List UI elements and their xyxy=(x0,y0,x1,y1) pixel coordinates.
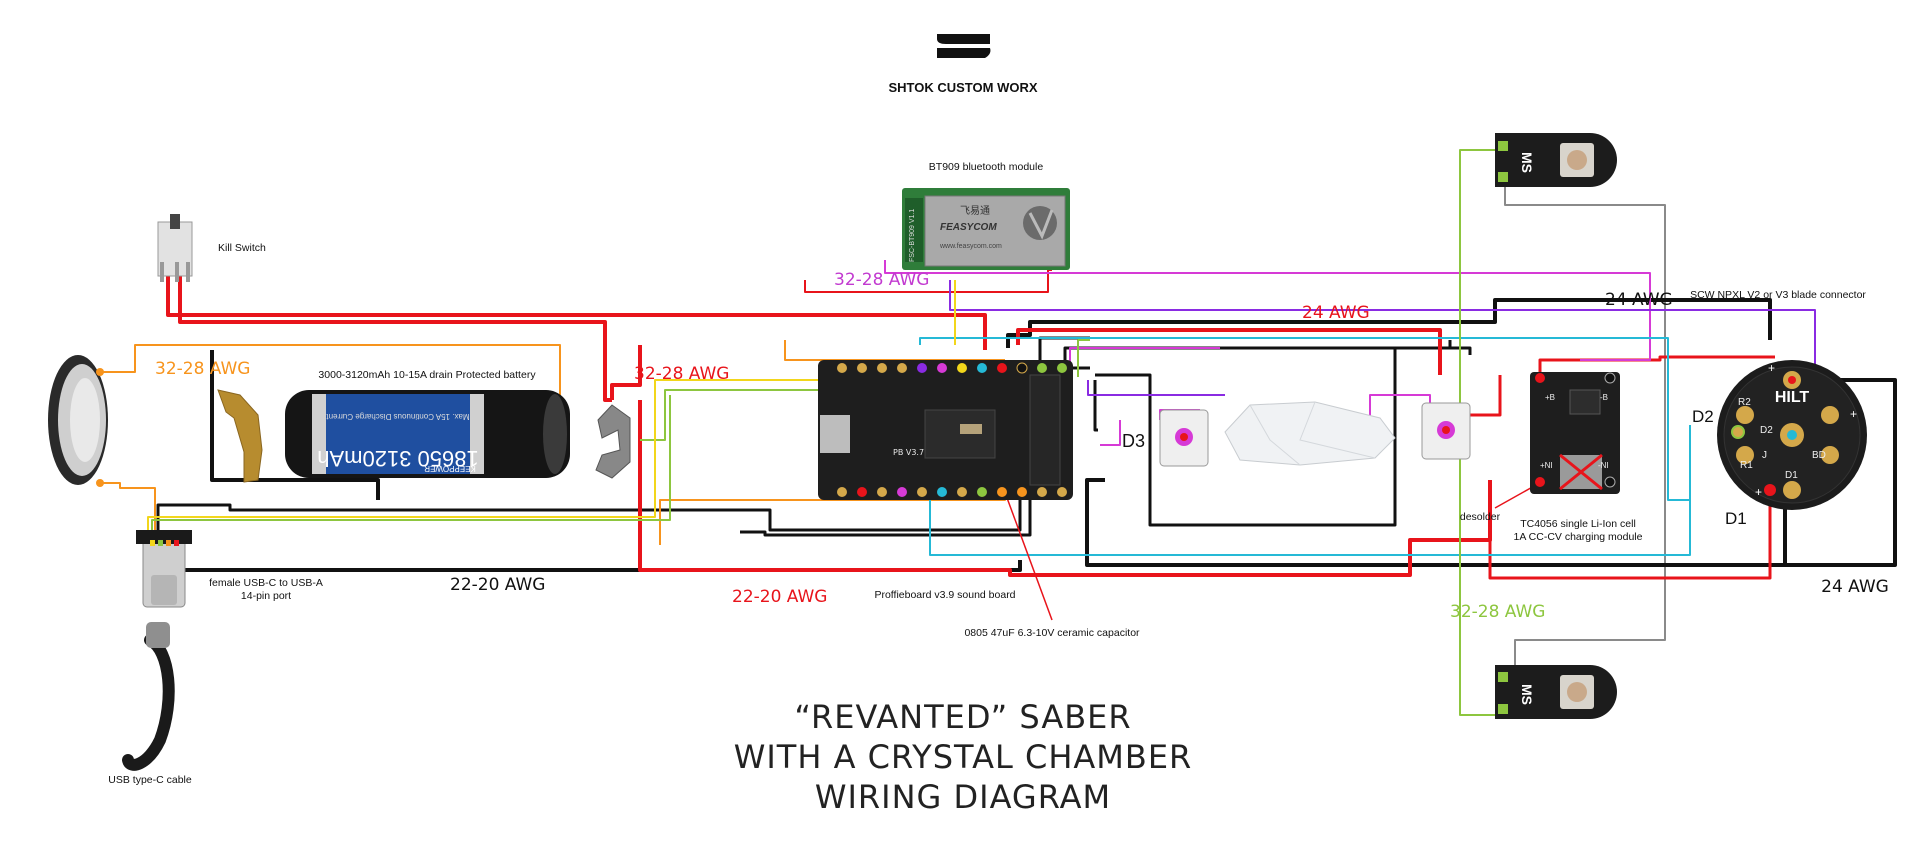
battery: 18650 3120mAh Max. 15A Continuous Discha… xyxy=(285,390,570,478)
charger-n-plus: +NI xyxy=(1540,461,1553,470)
switch-top-ms: MS xyxy=(1519,152,1535,173)
label-d3: D3 xyxy=(1122,431,1145,451)
bluetooth-chip-model: FSC-BT909 V1.1 xyxy=(909,209,916,262)
blade-connector: HILT R2 R1 D2 D1 J BD + + + xyxy=(1717,360,1867,510)
soundboard-silk: PB V3.7 xyxy=(893,448,924,457)
crystal xyxy=(1224,401,1396,466)
title-line-2: WITH A CRYSTAL CHAMBER xyxy=(734,738,1193,776)
blade-pad-plus-bottom: + xyxy=(1755,485,1762,499)
label-d2: D2 xyxy=(1692,407,1714,426)
wires xyxy=(100,149,1897,716)
blade-pad-j: J xyxy=(1762,450,1767,461)
awg-right: 24 AWG xyxy=(1821,577,1889,597)
charger-b-plus: +B xyxy=(1545,393,1555,402)
usb-cable xyxy=(122,622,175,771)
battery-label: 3000-3120mAh 10-15A drain Protected batt… xyxy=(318,369,536,381)
bluetooth-chip-cn: 飞易通 xyxy=(960,205,990,217)
blade-pad-d1: D1 xyxy=(1785,470,1798,481)
switch-bottom: MS xyxy=(1495,665,1617,719)
blade-connector-label: SCW NPXL V2 or V3 blade connector xyxy=(1690,289,1866,301)
battery-spec: Max. 15A Continuous Discharge Current xyxy=(326,412,470,421)
battery-contact-plus xyxy=(217,389,263,483)
awg-batt-signal: 32-28 AWG xyxy=(634,364,729,384)
awg-switch: 32-28 AWG xyxy=(1450,602,1545,622)
blade-pad-d2: D2 xyxy=(1760,425,1773,436)
soundboard-label: Proffieboard v3.9 sound board xyxy=(874,589,1015,601)
charger-module: +B -B +NI -NI xyxy=(1530,372,1620,494)
awg-bt: 32-28 AWG xyxy=(834,270,929,290)
blade-pad-r2: R2 xyxy=(1738,397,1751,408)
charger-label-1: TC4056 single Li-Ion cell xyxy=(1520,518,1636,530)
usb-cable-label: USB type-C cable xyxy=(108,774,192,786)
title-line-1: “REVANTED” SABER xyxy=(794,698,1131,736)
battery-contact-minus xyxy=(595,404,631,479)
awg-top-red: 24 AWG xyxy=(1302,303,1370,323)
blade-pad-r1: R1 xyxy=(1740,460,1753,471)
usb-port-label-2: 14-pin port xyxy=(241,590,291,602)
bluetooth-chip-web: www.feasycom.com xyxy=(939,243,1002,250)
awg-top-black: 24 AWG xyxy=(1605,290,1673,310)
charger-n-minus: -NI xyxy=(1598,461,1609,470)
bluetooth-chip-brand: FEASYCOM xyxy=(940,222,997,233)
usb-port-label-1: female USB-C to USB-A xyxy=(209,577,323,589)
desolder-label: desolder xyxy=(1460,511,1501,523)
awg-bottom-black: 22-20 AWG xyxy=(450,575,545,595)
label-d1: D1 xyxy=(1725,509,1747,528)
charger-label-2: 1A CC-CV charging module xyxy=(1514,531,1643,543)
kill-switch xyxy=(157,214,193,282)
blade-pad-plus-right: + xyxy=(1850,407,1857,421)
blade-pad-plus-top: + xyxy=(1768,361,1775,375)
bluetooth-label: BT909 bluetooth module xyxy=(929,161,1044,173)
led-crystal xyxy=(1421,402,1471,460)
capacitor-label: 0805 47uF 6.3-10V ceramic capacitor xyxy=(964,627,1140,639)
battery-brand: KEEPPOWER xyxy=(424,464,476,473)
battery-print: 18650 3120mAh xyxy=(317,446,478,471)
usb-port xyxy=(136,530,192,608)
speaker xyxy=(48,355,108,487)
blade-hilt-text: HILT xyxy=(1775,389,1810,406)
switch-bottom-ms: MS xyxy=(1519,684,1535,705)
brand-logo xyxy=(937,34,991,58)
charger-b-minus: -B xyxy=(1600,393,1608,402)
bluetooth-module: 飞易通 FEASYCOM www.feasycom.com FSC-BT909 … xyxy=(902,188,1070,270)
awg-bottom-red: 22-20 AWG xyxy=(732,587,827,607)
awg-speaker: 32-28 AWG xyxy=(155,359,250,379)
kill-switch-label: Kill Switch xyxy=(218,242,266,254)
led-d3 xyxy=(1159,409,1209,467)
blade-pad-bd: BD xyxy=(1812,450,1826,461)
switch-top: MS xyxy=(1495,133,1617,187)
brand-name: SHTOK CUSTOM WORX xyxy=(888,80,1037,95)
proffieboard: PB V3.7 xyxy=(818,360,1073,500)
title-line-3: WIRING DIAGRAM xyxy=(815,778,1111,816)
